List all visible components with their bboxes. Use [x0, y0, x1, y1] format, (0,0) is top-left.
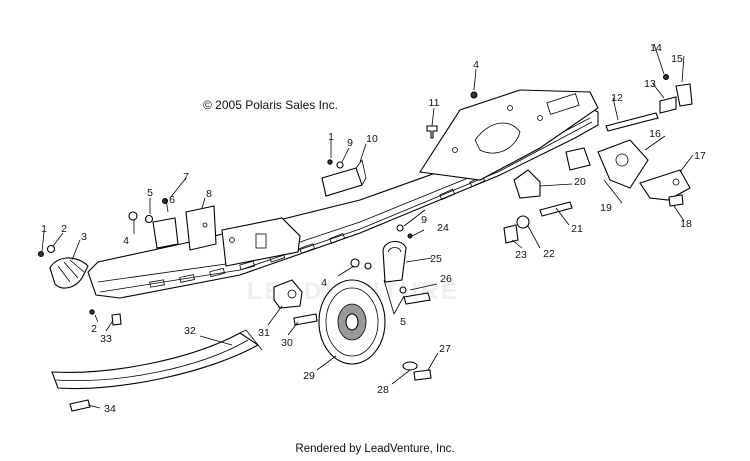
callout-9: 9 — [421, 214, 427, 226]
callout-7: 7 — [183, 171, 189, 183]
callout-4: 4 — [473, 59, 479, 71]
callout-25: 25 — [430, 253, 442, 265]
callout-33: 33 — [100, 333, 112, 345]
callout-10: 10 — [366, 133, 378, 145]
copyright-notice: © 2005 Polaris Sales Inc. — [203, 98, 338, 112]
callout-4: 4 — [321, 277, 327, 289]
callout-3: 3 — [81, 231, 87, 243]
callout-1: 1 — [41, 223, 47, 235]
callout-31: 31 — [258, 327, 270, 339]
callout-28: 28 — [377, 384, 389, 396]
callout-9: 9 — [347, 137, 353, 149]
callout-23: 23 — [515, 249, 527, 261]
idler-wheel — [318, 279, 386, 365]
callout-labels: 1 2 3 4 5 6 7 8 1 9 10 4 11 12 13 14 15 … — [41, 42, 706, 415]
callout-18: 18 — [680, 218, 692, 230]
callout-20: 20 — [574, 176, 586, 188]
callout-16: 16 — [649, 128, 661, 140]
callout-1: 1 — [328, 131, 334, 143]
callout-5: 5 — [147, 187, 153, 199]
callout-26: 26 — [440, 273, 452, 285]
callout-4: 4 — [123, 235, 129, 247]
callout-27: 27 — [439, 343, 451, 355]
callout-29: 29 — [303, 370, 315, 382]
hardware-parts — [38, 74, 693, 412]
callout-24: 24 — [437, 222, 449, 234]
rail-frame — [87, 89, 599, 299]
callout-2: 2 — [91, 323, 97, 335]
slide-rail — [51, 329, 263, 390]
callout-15: 15 — [671, 53, 683, 65]
callout-34: 34 — [104, 403, 116, 415]
callout-12: 12 — [611, 92, 623, 104]
callout-8: 8 — [206, 188, 212, 200]
callout-6: 6 — [169, 194, 175, 206]
callout-17: 17 — [694, 150, 706, 162]
callout-5: 5 — [400, 316, 406, 328]
front-shield — [49, 257, 89, 289]
callout-22: 22 — [543, 248, 555, 260]
callout-32: 32 — [184, 325, 196, 337]
callout-14: 14 — [650, 42, 662, 54]
footer-credit: Rendered by LeadVenture, Inc. — [295, 443, 455, 455]
callout-30: 30 — [281, 337, 293, 349]
callout-11: 11 — [429, 97, 440, 109]
callout-21: 21 — [571, 223, 583, 235]
callout-13: 13 — [644, 78, 656, 90]
callout-19: 19 — [600, 202, 612, 214]
callout-2: 2 — [61, 223, 67, 235]
leader-lines — [41, 43, 694, 409]
